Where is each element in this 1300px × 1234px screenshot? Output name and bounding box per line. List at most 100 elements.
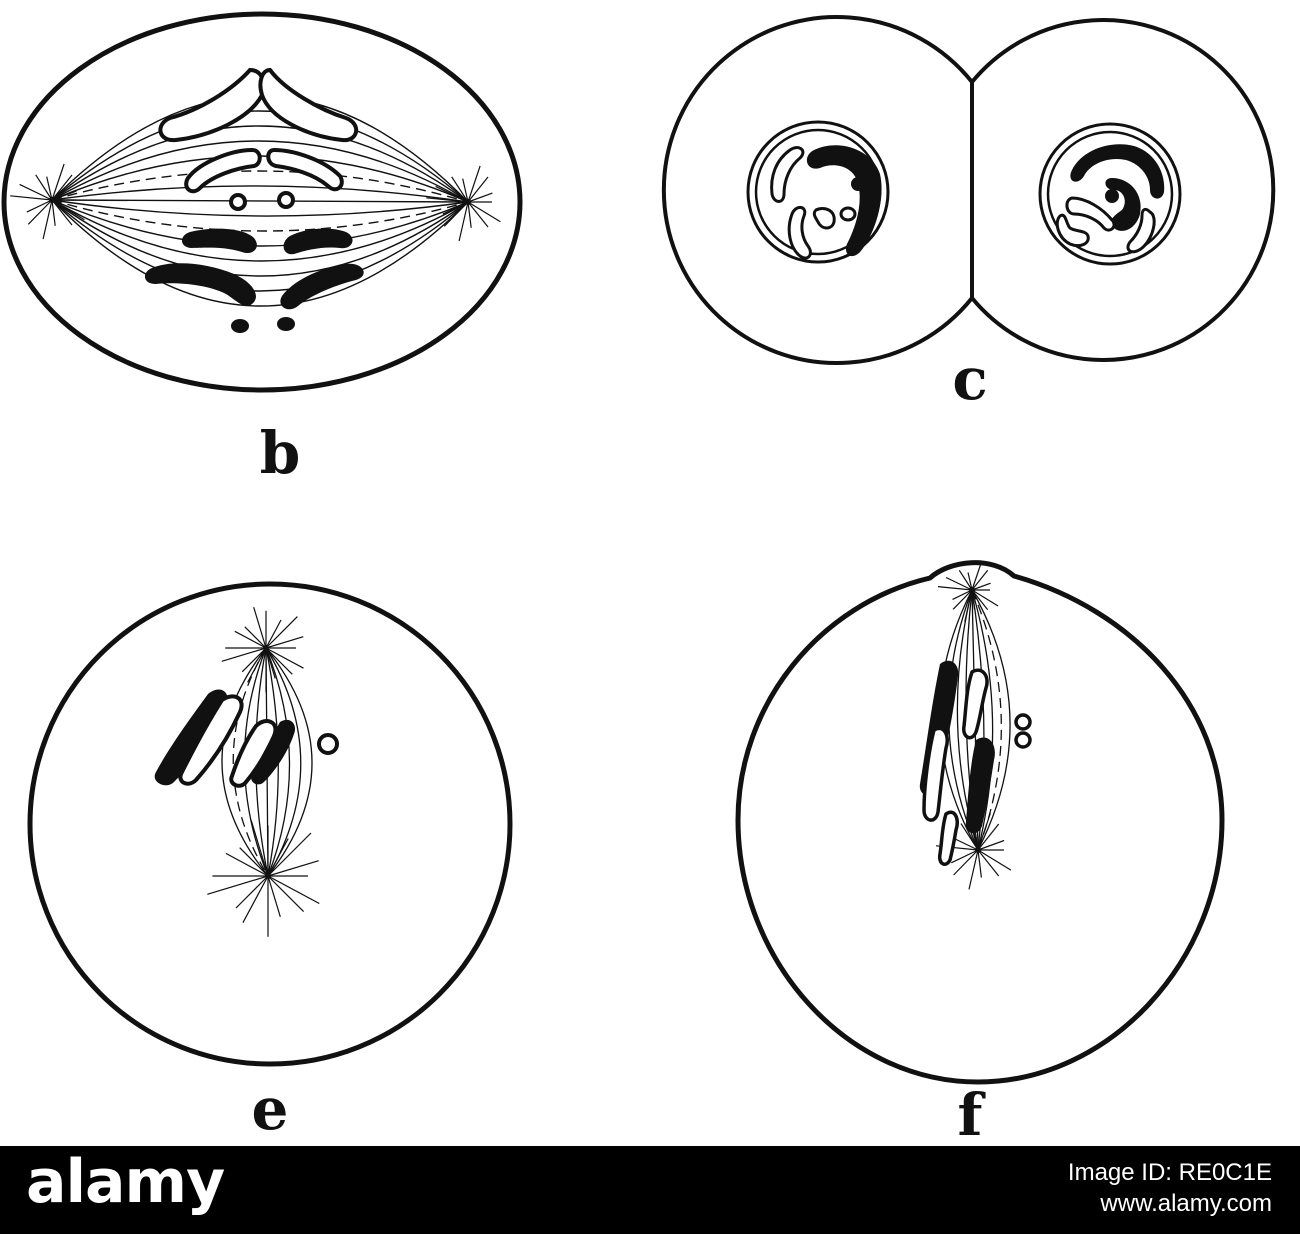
panel-label-f: f bbox=[957, 1081, 983, 1149]
chromosome-outline bbox=[266, 147, 344, 192]
centriole bbox=[49, 197, 55, 203]
aster-ray bbox=[435, 185, 469, 203]
aster-ray bbox=[951, 849, 979, 864]
chromosome-outline bbox=[258, 67, 358, 143]
aster-ray bbox=[451, 176, 469, 203]
spindle-fiber bbox=[51, 199, 469, 307]
aster-right bbox=[426, 165, 501, 242]
chromosome-solid bbox=[965, 737, 995, 834]
aster-ray bbox=[467, 201, 472, 228]
aster-ray bbox=[443, 201, 469, 227]
spindle-fiber bbox=[265, 647, 313, 877]
panel-f-cell bbox=[735, 560, 1225, 1085]
chromosome-outline bbox=[1055, 213, 1090, 248]
chromosome-outline bbox=[229, 719, 278, 788]
aster-ray bbox=[467, 201, 501, 223]
aster-top bbox=[937, 560, 999, 622]
aster-ray bbox=[26, 199, 53, 213]
small-chromosome bbox=[229, 193, 247, 211]
chromosome-solid bbox=[806, 145, 882, 257]
panel-label-e: e bbox=[251, 1075, 289, 1143]
chromosome-solid bbox=[154, 689, 228, 786]
aster-ray bbox=[51, 190, 77, 201]
spindle-fiber bbox=[971, 589, 1011, 851]
aster-top bbox=[221, 607, 304, 693]
chromosome-solid bbox=[144, 263, 256, 306]
footer-meta: Image ID: RE0C1E www.alamy.com bbox=[1068, 1158, 1272, 1220]
site-url-text: www.alamy.com bbox=[1100, 1190, 1272, 1217]
aster-ray bbox=[267, 875, 281, 917]
centriole bbox=[969, 587, 975, 593]
aster-ray bbox=[267, 875, 320, 905]
aster-ray bbox=[234, 630, 267, 649]
spindle-fiber bbox=[51, 199, 469, 277]
aster-ray bbox=[10, 195, 53, 201]
spindle-fiber bbox=[51, 199, 469, 203]
aster-ray bbox=[265, 616, 298, 649]
chromosome-solid bbox=[1070, 144, 1165, 199]
spindle-fiber bbox=[232, 647, 269, 877]
aster-ray bbox=[267, 832, 312, 877]
aster-ray bbox=[462, 178, 469, 203]
aster-ray bbox=[952, 589, 973, 600]
aster-bottom bbox=[207, 820, 320, 937]
aster-left bbox=[10, 163, 85, 240]
aster-ray bbox=[964, 589, 973, 622]
brand-logo: alamy bbox=[26, 1147, 225, 1217]
aster-ray bbox=[27, 199, 53, 225]
spindle-fibers bbox=[51, 95, 469, 307]
panel-b-cell bbox=[1, 11, 523, 393]
small-chromosome bbox=[277, 317, 295, 331]
chromosome-outline bbox=[1065, 196, 1116, 232]
chromosome-outline bbox=[178, 694, 244, 786]
aster-ray bbox=[244, 626, 267, 649]
cell-division-figure bbox=[1, 11, 1276, 1085]
chromosome-solid bbox=[181, 228, 257, 254]
aster-ray bbox=[952, 589, 973, 610]
chromosome-outline bbox=[812, 207, 836, 230]
aster-ray bbox=[977, 849, 1012, 871]
aster-ray bbox=[46, 176, 53, 201]
aster-ray bbox=[467, 201, 489, 228]
panel-label-b: b bbox=[259, 419, 301, 487]
small-chromosome bbox=[231, 319, 249, 333]
nucleus-outer bbox=[746, 120, 890, 264]
nucleolus bbox=[839, 206, 857, 222]
panel-c-daughter-cells bbox=[661, 15, 1276, 365]
small-chromosome bbox=[1014, 713, 1032, 731]
spindle-fiber bbox=[51, 199, 469, 292]
cell-membrane bbox=[970, 18, 1276, 362]
aster-ray bbox=[945, 576, 973, 591]
cell-membrane bbox=[661, 15, 974, 365]
spindle-fiber bbox=[51, 199, 469, 262]
aster-ray bbox=[235, 875, 269, 909]
aster-ray bbox=[953, 849, 979, 876]
aster-ray bbox=[207, 875, 269, 895]
centriole bbox=[265, 873, 271, 879]
aster-ray bbox=[971, 589, 999, 607]
nucleus-inner bbox=[1046, 130, 1174, 258]
aster-ray bbox=[247, 647, 267, 683]
spindle-fiber bbox=[51, 199, 469, 217]
chromosome-outline bbox=[962, 668, 989, 740]
aster-bottom bbox=[935, 813, 1012, 890]
small-chromosome bbox=[317, 733, 339, 755]
aster-ray bbox=[242, 875, 269, 923]
aster-ray bbox=[960, 823, 979, 851]
aster-ray bbox=[250, 820, 269, 877]
cell-membrane bbox=[1, 11, 523, 393]
aster-ray bbox=[426, 197, 469, 203]
chromosome-solid bbox=[280, 263, 364, 310]
aster-ray bbox=[458, 201, 469, 242]
spindle-fiber bbox=[265, 647, 291, 877]
aster-ray bbox=[225, 852, 269, 877]
aster-ray bbox=[19, 183, 53, 201]
aster-ray bbox=[467, 192, 493, 203]
aster-ray bbox=[253, 607, 267, 649]
small-chromosome bbox=[1014, 731, 1032, 749]
aster-ray bbox=[265, 647, 293, 675]
chromosome-outline bbox=[922, 726, 949, 822]
aster-ray bbox=[442, 201, 469, 215]
aster-ray bbox=[51, 163, 65, 201]
aster-ray bbox=[968, 849, 979, 890]
